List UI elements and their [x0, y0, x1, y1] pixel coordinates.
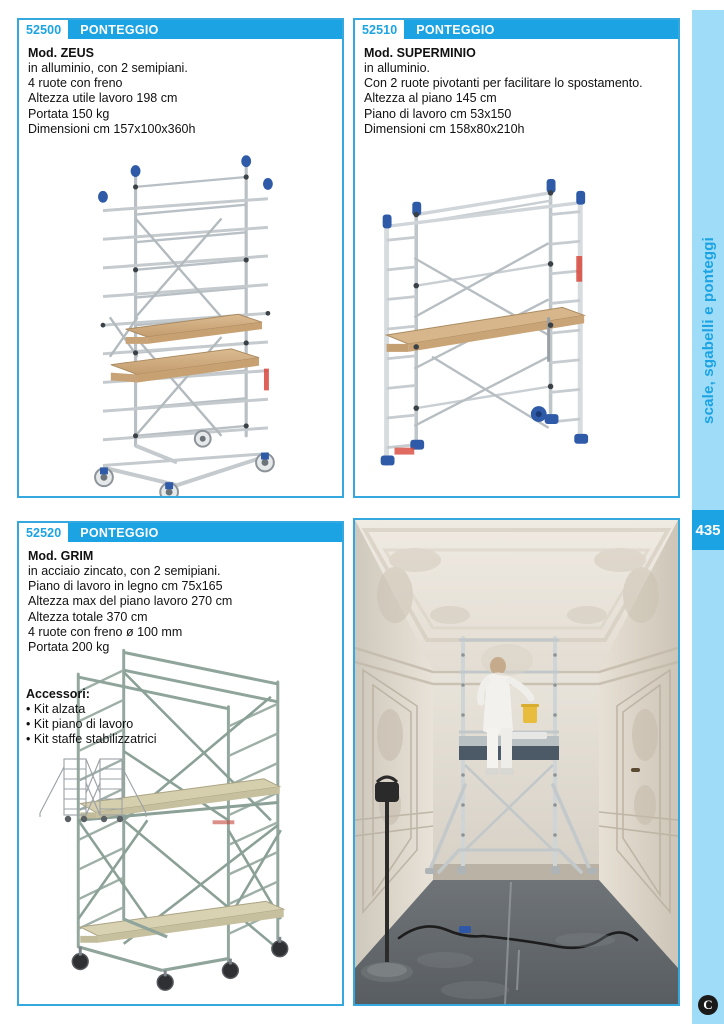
panel-body: Mod. SUPERMINIO in alluminio. Con 2 ruot…: [355, 39, 678, 137]
product-spec: Con 2 ruote pivotanti per facilitare lo …: [364, 76, 643, 91]
section-label: scale, sgabelli e ponteggi: [692, 160, 724, 500]
product-spec: Dimensioni cm 158x80x210h: [364, 121, 525, 136]
product-category: PONTEGGIO: [416, 22, 495, 37]
product-spec: Dimensioni cm 157x100x360h: [28, 121, 196, 136]
product-spec: Altezza max del piano lavoro 270 cm: [28, 594, 233, 609]
product-spec: in alluminio, con 2 semipiani.: [28, 61, 188, 75]
product-spec: Altezza al piano 145 cm: [364, 91, 497, 106]
panel-header: 52510 PONTEGGIO: [355, 20, 678, 39]
product-code: 52510: [355, 20, 405, 39]
product-code: 52500: [19, 20, 69, 39]
product-model: Mod. SUPERMINIO: [364, 46, 476, 60]
product-category: PONTEGGIO: [80, 22, 159, 37]
product-model: Mod. GRIM: [28, 549, 94, 563]
accessory-drawing: [34, 753, 152, 833]
product-panel-52520: 52520 PONTEGGIO Mod. GRIM in acciaio zin…: [17, 521, 344, 1006]
panel-header: 52500 PONTEGGIO: [19, 20, 342, 39]
product-spec: Altezza utile lavoro 198 cm: [28, 91, 178, 106]
section-label-text: scale, sgabelli e ponteggi: [699, 236, 717, 424]
product-spec: Altezza totale 370 cm: [28, 609, 148, 624]
page-number: 435: [692, 510, 724, 550]
product-spec: in acciaio zincato, con 2 semipiani.: [28, 564, 221, 578]
scaffold-in-use-interior-photo: [355, 520, 678, 1004]
product-spec: in alluminio.: [364, 61, 431, 75]
company-logo-icon: C: [698, 995, 718, 1015]
product-panel-52510: 52510 PONTEGGIO Mod. SUPERMINIO in allum…: [353, 18, 680, 498]
accessories-block: Accessori: • Kit alzata • Kit piano di l…: [26, 687, 157, 748]
panel-body: Mod. GRIM in acciaio zincato, con 2 semi…: [19, 542, 342, 655]
accessories-title: Accessori:: [26, 687, 90, 701]
product-spec: Piano di lavoro cm 53x150: [364, 106, 512, 121]
accessory-item: • Kit alzata: [26, 702, 86, 716]
product-spec: Portata 200 kg: [28, 640, 110, 655]
application-photo-panel: [353, 518, 680, 1006]
product-category: PONTEGGIO: [80, 525, 159, 540]
product-panel-52500: 52500 PONTEGGIO Mod. ZEUS in alluminio, …: [17, 18, 344, 498]
product-spec: 4 ruote con freno: [28, 76, 123, 91]
panel-body: Mod. ZEUS in alluminio, con 2 semipiani.…: [19, 39, 342, 137]
section-sidebar: scale, sgabelli e ponteggi 435 C: [692, 10, 724, 1024]
accessory-item: • Kit staffe stabilizzatrici: [26, 732, 157, 747]
product-spec: 4 ruote con freno ø 100 mm: [28, 624, 183, 639]
product-spec: Piano di lavoro in legno cm 75x165: [28, 579, 223, 594]
product-code: 52520: [19, 523, 69, 542]
product-spec: Portata 150 kg: [28, 106, 110, 121]
accessory-item: • Kit piano di lavoro: [26, 717, 134, 732]
panel-header: 52520 PONTEGGIO: [19, 523, 342, 542]
product-model: Mod. ZEUS: [28, 46, 94, 60]
